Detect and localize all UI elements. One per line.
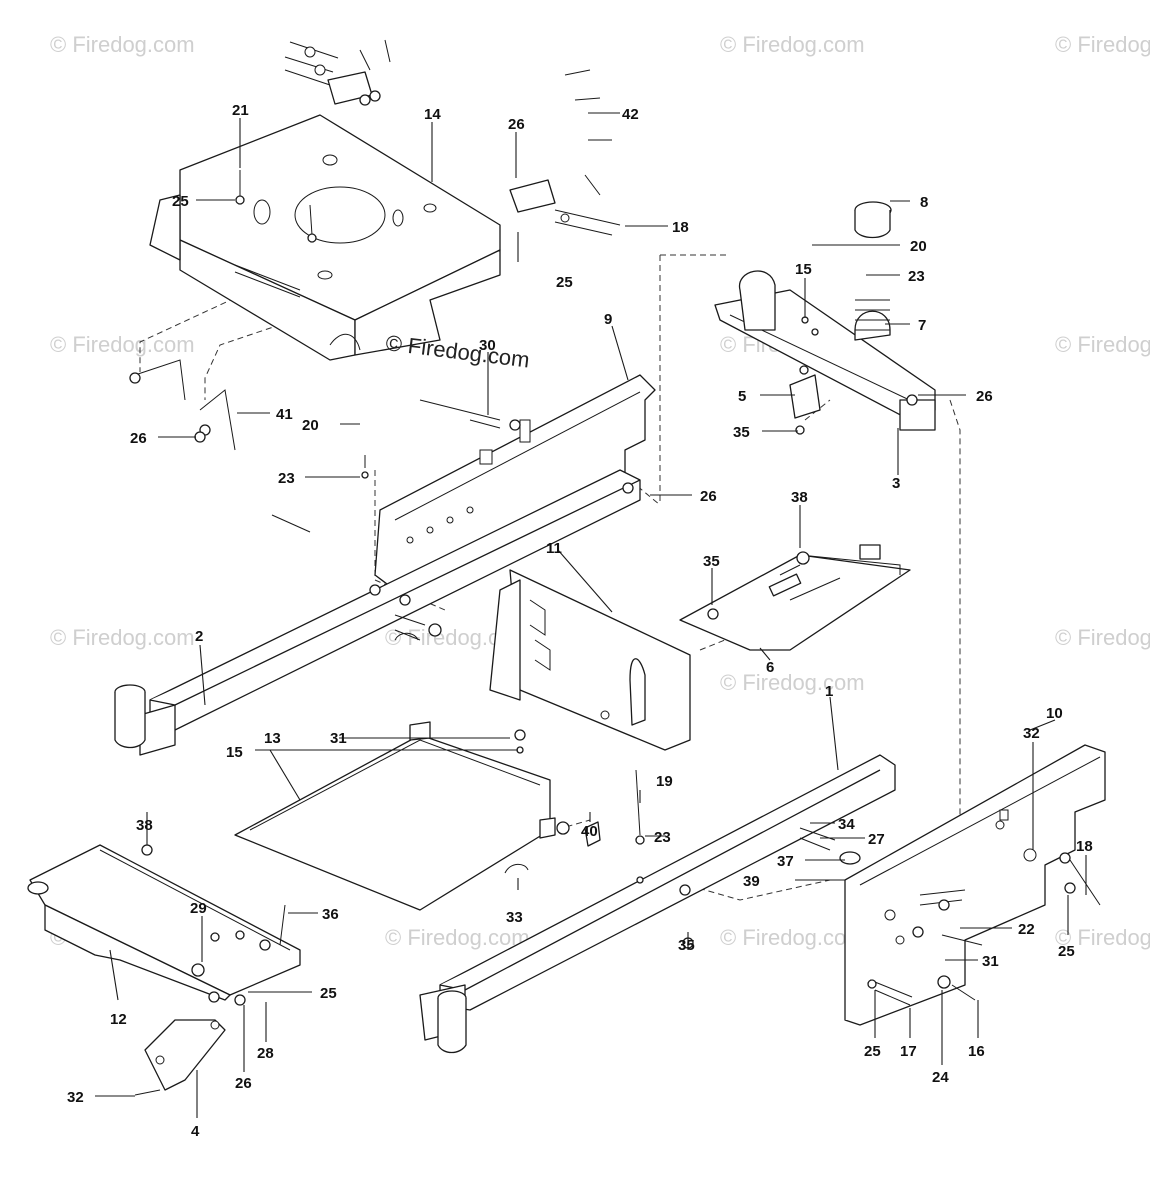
handle-bar-part-42 [284, 16, 621, 236]
callout-3: 3 [892, 475, 900, 492]
frame-rail-part-1 [419, 754, 896, 1054]
callout-42: 42 [622, 106, 639, 123]
callout-labels: 21 25 14 26 42 18 25 8 20 23 7 15 5 26 3… [67, 102, 1093, 1140]
callout-38: 38 [791, 489, 808, 506]
callout-30: 30 [479, 337, 496, 354]
callout-17: 17 [900, 1043, 917, 1060]
callout-32: 32 [1023, 725, 1040, 742]
front-bracket-part-12 [27, 844, 301, 1001]
callout-11: 11 [546, 540, 562, 557]
callout-6: 6 [766, 659, 774, 676]
callout-23: 23 [278, 470, 295, 487]
bracket-assembly-part-3 [714, 201, 936, 431]
callout-9: 9 [604, 311, 612, 328]
watermark: © Firedog.com [385, 925, 530, 950]
callout-21: 21 [232, 102, 249, 119]
callout-31: 31 [982, 953, 999, 970]
callout-8: 8 [920, 194, 928, 211]
watermark: © Firedog.com [50, 332, 195, 357]
side-plate-part-9 [374, 374, 656, 591]
callout-26: 26 [235, 1075, 252, 1092]
callout-23: 23 [908, 268, 925, 285]
callout-26: 26 [700, 488, 717, 505]
side-plate-part-10 [799, 744, 1106, 1026]
callout-16: 16 [968, 1043, 985, 1060]
watermark: © Firedog.com [1055, 32, 1150, 57]
callout-23: 23 [654, 829, 671, 846]
callout-2: 2 [195, 628, 203, 645]
callout-35: 35 [703, 553, 720, 570]
callout-26: 26 [130, 430, 147, 447]
center-watermark-text: © Firedog.com [384, 330, 531, 372]
floor-mat-part-13 [234, 721, 556, 911]
callout-1: 1 [825, 683, 833, 700]
callout-38: 38 [136, 817, 153, 834]
callout-34: 34 [838, 816, 855, 833]
callout-37: 37 [777, 853, 794, 870]
callout-20: 20 [910, 238, 927, 255]
callout-19: 19 [656, 773, 673, 790]
callout-39: 39 [743, 873, 760, 890]
rod-part-41 [129, 359, 236, 451]
callout-32: 32 [67, 1089, 84, 1106]
callout-7: 7 [918, 317, 926, 334]
hardware-items [141, 170, 809, 1006]
callout-18: 18 [672, 219, 689, 236]
callout-26: 26 [508, 116, 525, 133]
callout-4: 4 [191, 1123, 200, 1140]
callout-15: 15 [795, 261, 812, 278]
leader-lines [95, 112, 1087, 1118]
callout-20: 20 [302, 417, 319, 434]
callout-31: 31 [330, 730, 347, 747]
frame-rail-part-2 [114, 469, 641, 756]
watermark: © Firedog.com [720, 925, 865, 950]
callout-28: 28 [257, 1045, 274, 1062]
callout-25: 25 [172, 193, 189, 210]
callout-26: 26 [976, 388, 993, 405]
callout-22: 22 [1018, 921, 1035, 938]
center-watermark: © Firedog.com [384, 330, 531, 372]
small-bracket-part-4 [134, 1019, 226, 1096]
callout-25: 25 [556, 274, 573, 291]
seat-plate-part-14 [149, 114, 501, 361]
callout-40: 40 [581, 823, 598, 840]
callout-25: 25 [864, 1043, 881, 1060]
floor-plate-part-6 [679, 544, 911, 651]
watermark: © Firedog.com [720, 670, 865, 695]
callout-10: 10 [1046, 705, 1063, 722]
watermark: © Firedog.com [1055, 925, 1150, 950]
callout-14: 14 [424, 106, 441, 123]
center-bracket-part-11 [489, 569, 691, 751]
watermark: © Firedog.com [50, 32, 195, 57]
callout-25: 25 [1058, 943, 1075, 960]
callout-27: 27 [868, 831, 885, 848]
callout-35: 35 [678, 937, 695, 954]
callout-12: 12 [110, 1011, 127, 1028]
callout-15: 15 [226, 744, 243, 761]
watermark: © Firedog.com [50, 625, 195, 650]
watermark: © Firedog.com [1055, 332, 1150, 357]
callout-18: 18 [1076, 838, 1093, 855]
callout-36: 36 [322, 906, 339, 923]
callout-5: 5 [738, 388, 746, 405]
callout-29: 29 [190, 900, 207, 917]
callout-25: 25 [320, 985, 337, 1002]
callout-35: 35 [733, 424, 750, 441]
watermark: © Firedog.com [720, 32, 865, 57]
callout-13: 13 [264, 730, 281, 747]
watermark: © Firedog.com [1055, 625, 1150, 650]
callout-33: 33 [506, 909, 523, 926]
callout-41: 41 [276, 406, 293, 423]
callout-24: 24 [932, 1069, 949, 1086]
